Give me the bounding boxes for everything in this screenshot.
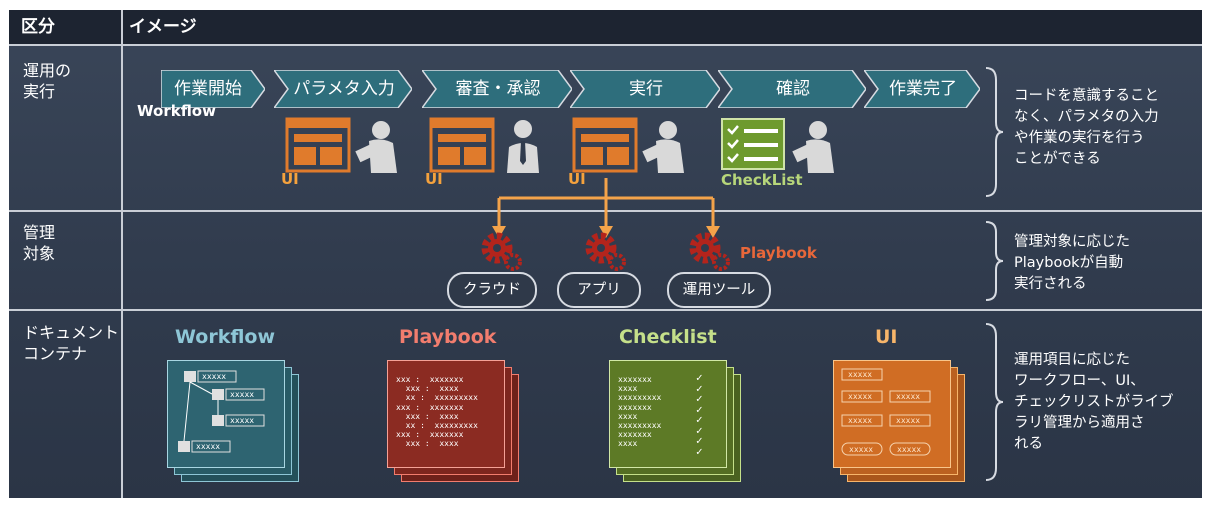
workflow-step-complete: 作業完了 <box>864 70 980 108</box>
ui-box-text: xxxxx <box>896 416 921 425</box>
diagram-frame: 区分 イメージ 運用の 実行 管理 対象 ドキュメント コンテナ コードを意識す… <box>9 10 1202 498</box>
gear-icon <box>481 232 522 271</box>
header-bar <box>9 10 1202 44</box>
doc-stack-playbook: xxx : xxxxxxx xxx : xxxx xx : xxxxxxxxx … <box>387 360 522 485</box>
checkmark-icon: ✓ ✓ ✓ ✓ ✓ ✓ ✓ ✓ <box>696 371 703 458</box>
row-description-execution: コードを意識すること なく、パラメタの入力 や作業の実行を行う ことができる <box>1014 88 1159 167</box>
workflow-box-text: xxxxx <box>202 372 227 381</box>
workflow-box-text: xxxxx <box>196 442 221 451</box>
workflow-label: Workflow <box>137 102 216 120</box>
workflow-box-text: xxxxx <box>230 390 255 399</box>
checklist-label: CheckList <box>721 171 803 189</box>
workflow-step-label: 作業完了 <box>889 79 957 99</box>
checklist-icon <box>721 118 834 173</box>
ui-window-icon <box>285 117 397 173</box>
doc-sheet-playbook: xxx : xxxxxxx xxx : xxxx xx : xxxxxxxxx … <box>387 360 505 468</box>
playbook-label: Playbook <box>740 244 817 262</box>
ui-window-icon <box>429 117 539 173</box>
playbook-code-lines: xxx : xxxxxxx xxx : xxxx xx : xxxxxxxxx … <box>396 375 478 449</box>
workflow-step-label: 審査・承認 <box>455 79 541 99</box>
row-description-targets: 管理対象に応じた Playbookが自動 実行される <box>1014 234 1130 292</box>
ui-box-text: xxxxx <box>848 392 873 401</box>
row-category-targets: 管理 対象 <box>23 223 56 263</box>
person-laptop-icon <box>792 121 834 173</box>
workflow-step-confirm: 確認 <box>718 70 866 108</box>
doc-sheet-workflow: xxxxx xxxxx xxxxx xxxxx <box>167 360 285 468</box>
row-category-execution: 運用の 実行 <box>23 61 72 101</box>
brace-execution <box>985 67 1004 197</box>
execution-arrows <box>492 178 720 238</box>
ui-label: UI <box>281 170 299 188</box>
doc-sheet-checklist: xxxxxxx xxxx xxxxxxxxx xxxxxxx xxxx xxxx… <box>609 360 727 468</box>
workflow-step-label: 実行 <box>629 79 663 99</box>
brace-targets <box>985 221 1004 301</box>
workflow-mini-diagram <box>178 370 265 453</box>
ui-label: UI <box>568 170 586 188</box>
ui-box-text: xxxxx <box>848 416 873 425</box>
target-app: アプリ <box>557 272 641 308</box>
ui-mini-layout <box>841 368 931 456</box>
workflow-step-label: 作業開始 <box>174 79 242 99</box>
row-category-documents: ドキュメント コンテナ <box>23 323 120 363</box>
ui-button-text: xxxxx <box>897 445 922 454</box>
row-divider-2 <box>9 309 1202 311</box>
header-image: イメージ <box>129 10 197 44</box>
doc-title-ui: UI <box>875 326 898 348</box>
doc-title-playbook: Playbook <box>399 326 497 348</box>
workflow-step-label: 確認 <box>776 79 810 99</box>
ui-window-icon <box>572 117 684 173</box>
ui-box-text: xxxxx <box>848 370 873 379</box>
ui-button-text: xxxxx <box>849 445 874 454</box>
doc-stack-ui: xxxxx xxxxx xxxxx xxxxx xxxxx xxxxx xxxx… <box>833 360 968 485</box>
workflow-step-start: 作業開始 <box>161 70 265 108</box>
workflow-step-params: パラメタ入力 <box>274 70 412 108</box>
doc-title-workflow: Workflow <box>175 326 276 348</box>
doc-title-checklist: Checklist <box>619 326 717 348</box>
brace-documents <box>985 323 1004 481</box>
ui-box-text: xxxxx <box>896 392 921 401</box>
target-ops-tool: 運用ツール <box>667 272 771 308</box>
gear-icon <box>689 232 730 271</box>
row-description-documents: 運用項目に応じた ワークフロー、UI、 チェックリストがライブ ラリ管理から適用… <box>1014 352 1174 452</box>
gear-icon <box>585 232 626 271</box>
doc-sheet-ui: xxxxx xxxxx xxxxx xxxxx xxxxx xxxxx xxxx… <box>833 360 951 468</box>
header-divider <box>9 44 1202 46</box>
workflow-step-execute: 実行 <box>570 70 720 108</box>
workflow-step-review: 審査・承認 <box>422 70 572 108</box>
checklist-item-lines: xxxxxxx xxxx xxxxxxxxx xxxxxxx xxxx xxxx… <box>618 375 662 449</box>
doc-stack-checklist: xxxxxxx xxxx xxxxxxxxx xxxxxxx xxxx xxxx… <box>609 360 744 485</box>
person-laptop-icon <box>355 121 397 173</box>
person-laptop-icon <box>642 121 684 173</box>
target-cloud: クラウド <box>447 272 537 308</box>
header-category: 区分 <box>21 10 55 44</box>
column-divider <box>121 10 123 498</box>
ui-label: UI <box>425 170 443 188</box>
workflow-step-label: パラメタ入力 <box>293 79 395 99</box>
workflow-box-text: xxxxx <box>230 416 255 425</box>
person-business-icon <box>507 120 539 173</box>
doc-stack-workflow: xxxxx xxxxx xxxxx xxxxx <box>167 360 302 485</box>
